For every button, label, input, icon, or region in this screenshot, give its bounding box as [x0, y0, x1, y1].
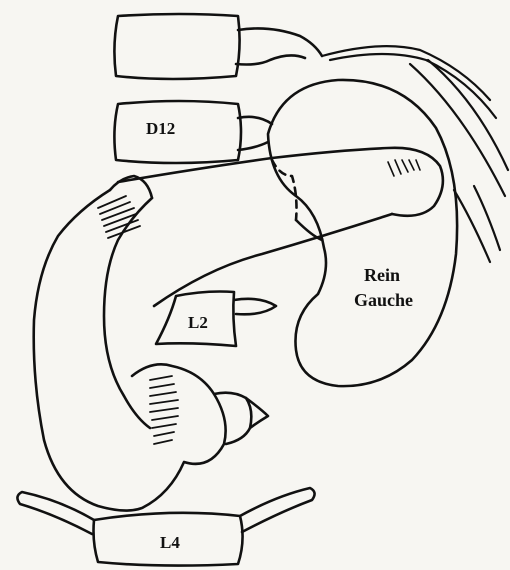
vertebra-l4-process-right [240, 488, 315, 532]
vertebra-upper-process [236, 28, 322, 64]
vessel-strand [322, 46, 490, 100]
vessel-strand [330, 54, 496, 118]
duodenum-descending-hatch [150, 376, 178, 444]
duodenum-third-part [214, 393, 251, 444]
left-kidney-label-line1: Rein [364, 266, 400, 284]
vessel-strand [454, 190, 490, 262]
vertebra-l4 [17, 488, 314, 566]
vertebra-d12-label: D12 [146, 120, 175, 137]
vertebra-upper-body [114, 14, 239, 79]
left-kidney-label-line2: Gauche [354, 291, 413, 309]
duodenum-loop [34, 176, 268, 511]
duodenum-outer-wall [34, 190, 226, 511]
vertebra-l2-process [234, 299, 276, 314]
vertebra-d12-body [114, 101, 241, 163]
duodenum-inner-wall [104, 198, 152, 428]
vertebra-l4-label: L4 [160, 534, 180, 551]
left-kidney-outline [268, 80, 457, 386]
vertebra-l2 [156, 292, 276, 347]
vertebra-upper [114, 14, 322, 79]
vessel-strand [428, 60, 508, 170]
vertebra-d12 [114, 101, 272, 163]
vessel-strand [410, 64, 505, 196]
left-kidney [268, 80, 457, 386]
vertebra-l2-label: L2 [188, 314, 208, 331]
pancreas-tail-hatch [388, 160, 420, 176]
vessel-strand [474, 186, 500, 250]
vessel-strands [322, 46, 508, 262]
